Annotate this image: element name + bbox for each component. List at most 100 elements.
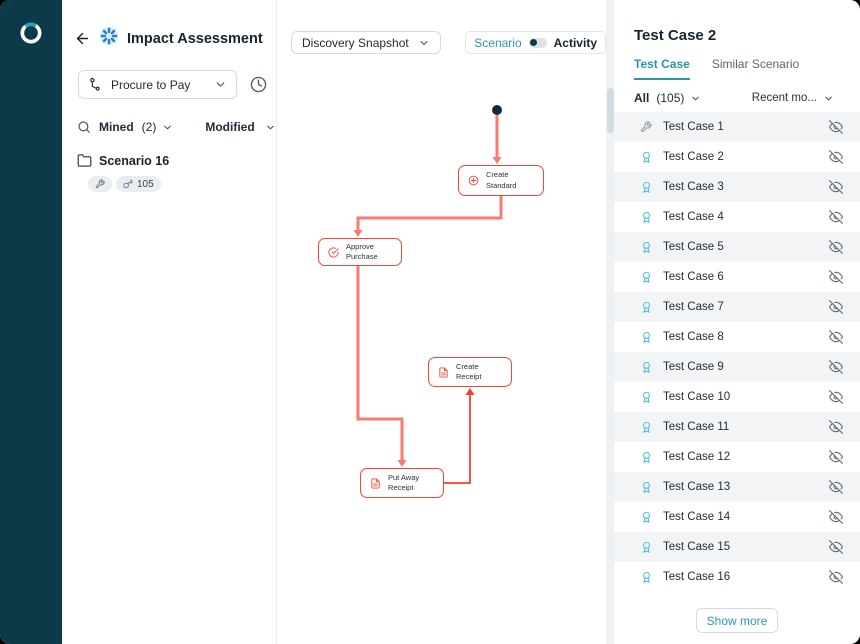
toggle-knob bbox=[530, 39, 538, 46]
snapshot-select-value: Discovery Snapshot bbox=[302, 35, 409, 50]
process-select[interactable]: Procure to Pay bbox=[78, 70, 237, 99]
scenario-item[interactable]: Scenario 16 bbox=[62, 134, 276, 168]
test-case-label: Test Case 12 bbox=[663, 451, 731, 463]
test-case-row[interactable]: Test Case 6 bbox=[614, 262, 860, 292]
award-icon bbox=[640, 421, 654, 434]
chevron-down-icon[interactable] bbox=[162, 122, 173, 133]
scenario-activity-toggle[interactable]: Scenario Activity bbox=[465, 31, 606, 54]
test-case-row[interactable]: Test Case 7 bbox=[614, 292, 860, 322]
eye-off-icon[interactable] bbox=[829, 210, 843, 224]
award-icon bbox=[640, 151, 654, 164]
key-count-badge[interactable]: 105 bbox=[116, 176, 161, 192]
all-filter-label[interactable]: All bbox=[634, 91, 650, 105]
eye-off-icon[interactable] bbox=[829, 120, 843, 134]
snapshot-select[interactable]: Discovery Snapshot bbox=[291, 31, 441, 54]
chevron-down-icon bbox=[418, 37, 430, 49]
award-icon bbox=[640, 481, 654, 494]
eye-off-icon[interactable] bbox=[829, 240, 843, 254]
toggle-scenario-label[interactable]: Scenario bbox=[474, 35, 522, 50]
flow-edges bbox=[353, 105, 503, 484]
wrench-icon bbox=[95, 179, 105, 189]
modified-sort-label[interactable]: Modified bbox=[205, 120, 255, 134]
test-case-label: Test Case 15 bbox=[663, 541, 731, 553]
award-icon bbox=[640, 361, 654, 374]
page-title: Impact Assessment bbox=[127, 30, 263, 47]
panel-tabs: Test Case Similar Scenario bbox=[614, 44, 860, 80]
back-arrow-icon[interactable] bbox=[74, 30, 91, 47]
brand-logo-icon[interactable] bbox=[18, 20, 44, 51]
test-case-label: Test Case 3 bbox=[663, 181, 724, 193]
award-icon bbox=[640, 211, 654, 224]
flow-node-create-receipt[interactable]: Create Receipt bbox=[428, 357, 512, 387]
test-case-row[interactable]: Test Case 4 bbox=[614, 202, 860, 232]
test-case-label: Test Case 14 bbox=[663, 511, 731, 523]
flow-node-put-away-receipt[interactable]: Put Away Receipt bbox=[360, 468, 444, 498]
eye-off-icon[interactable] bbox=[829, 330, 843, 344]
test-case-row[interactable]: Test Case 12 bbox=[614, 442, 860, 472]
eye-off-icon[interactable] bbox=[829, 450, 843, 464]
test-case-row[interactable]: Test Case 5 bbox=[614, 232, 860, 262]
tab-similar-scenario[interactable]: Similar Scenario bbox=[711, 57, 800, 71]
sort-select-value[interactable]: Recent mo... bbox=[751, 92, 817, 104]
eye-off-icon[interactable] bbox=[829, 180, 843, 194]
test-case-row[interactable]: Test Case 13 bbox=[614, 472, 860, 502]
left-panel-header: Impact Assessment bbox=[62, 0, 276, 51]
eye-off-icon[interactable] bbox=[829, 540, 843, 554]
eye-off-icon[interactable] bbox=[829, 360, 843, 374]
test-case-row[interactable]: Test Case 9 bbox=[614, 352, 860, 382]
process-select-value: Procure to Pay bbox=[111, 77, 191, 92]
chevron-down-icon bbox=[214, 78, 227, 91]
chevron-down-icon[interactable] bbox=[265, 122, 276, 133]
test-case-row[interactable]: Test Case 10 bbox=[614, 382, 860, 412]
mined-filter-label[interactable]: Mined bbox=[99, 120, 134, 134]
test-case-row[interactable]: Test Case 16 bbox=[614, 562, 860, 592]
eye-off-icon[interactable] bbox=[829, 570, 843, 584]
eye-off-icon[interactable] bbox=[829, 510, 843, 524]
flow-node-label: Create Standard bbox=[486, 170, 517, 190]
eye-off-icon[interactable] bbox=[829, 420, 843, 434]
mined-badge[interactable] bbox=[88, 176, 112, 192]
chevron-down-icon[interactable] bbox=[823, 93, 834, 104]
nav-rail bbox=[0, 0, 62, 644]
flow-node-create-standard[interactable]: Create Standard bbox=[458, 165, 544, 196]
all-filter-count: (105) bbox=[656, 91, 685, 105]
file-icon bbox=[370, 477, 381, 489]
test-case-label: Test Case 6 bbox=[663, 271, 724, 283]
award-icon bbox=[640, 571, 654, 584]
eye-off-icon[interactable] bbox=[829, 150, 843, 164]
search-icon[interactable] bbox=[77, 120, 91, 134]
toggle-activity-label[interactable]: Activity bbox=[553, 35, 597, 50]
award-icon bbox=[640, 301, 654, 314]
test-case-label: Test Case 8 bbox=[663, 331, 724, 343]
test-case-row[interactable]: Test Case 14 bbox=[614, 502, 860, 532]
test-case-row[interactable]: Test Case 8 bbox=[614, 322, 860, 352]
check-circle-icon bbox=[328, 246, 339, 258]
award-icon bbox=[640, 241, 654, 254]
flow-node-approve-purchase[interactable]: Approve Purchase bbox=[318, 238, 402, 266]
scrollbar-thumb[interactable] bbox=[606, 88, 614, 133]
award-icon bbox=[640, 451, 654, 464]
flow-node-label: Approve Purchase bbox=[346, 241, 378, 261]
filter-row: Mined (2) Modified bbox=[62, 99, 276, 134]
test-case-row[interactable]: Test Case 1 bbox=[614, 112, 860, 142]
award-icon bbox=[640, 391, 654, 404]
test-case-row[interactable]: Test Case 11 bbox=[614, 412, 860, 442]
test-case-row[interactable]: Test Case 2 bbox=[614, 142, 860, 172]
file-icon bbox=[438, 366, 449, 378]
tab-test-case[interactable]: Test Case bbox=[634, 57, 690, 80]
process-model-icon bbox=[88, 77, 103, 92]
toggle-switch[interactable] bbox=[528, 37, 547, 48]
test-case-row[interactable]: Test Case 15 bbox=[614, 532, 860, 562]
eye-off-icon[interactable] bbox=[829, 390, 843, 404]
show-more-button[interactable]: Show more bbox=[696, 608, 778, 633]
eye-off-icon[interactable] bbox=[829, 480, 843, 494]
eye-off-icon[interactable] bbox=[829, 300, 843, 314]
left-panel: Impact Assessment Procure to Pay bbox=[62, 0, 277, 644]
test-case-row[interactable]: Test Case 3 bbox=[614, 172, 860, 202]
history-clock-icon[interactable] bbox=[250, 76, 267, 93]
eye-off-icon[interactable] bbox=[829, 270, 843, 284]
chevron-down-icon[interactable] bbox=[690, 93, 701, 104]
